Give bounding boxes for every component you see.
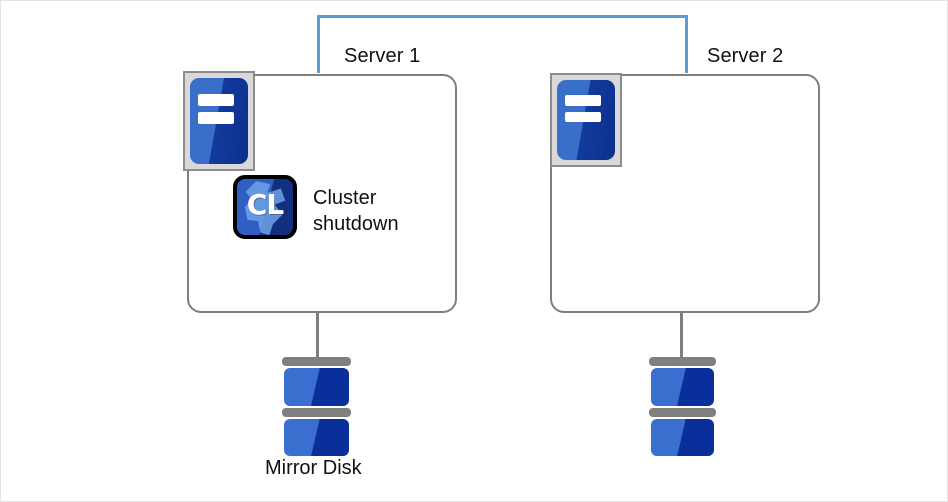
- disk-stack-icon: [649, 357, 716, 456]
- disk-platter-top: [284, 368, 349, 406]
- server-icon-body: [190, 78, 248, 164]
- server-icon: [550, 73, 622, 167]
- server-icon-slot-top: [565, 95, 602, 106]
- mirror-disk-label: Mirror Disk: [265, 457, 362, 479]
- cluster-bracket-left-leg: [317, 15, 320, 73]
- disk-platter-bottom: [284, 419, 349, 456]
- server-icon-slot-bottom: [565, 112, 602, 123]
- cluster-shutdown-caption: Cluster shutdown: [313, 187, 399, 235]
- disk-bar-top: [282, 357, 351, 366]
- mirror-disk-icon: [282, 357, 351, 456]
- server-icon-slot-top: [198, 94, 235, 106]
- disk-bar-top: [649, 357, 716, 366]
- server-icon-slot-bottom: [198, 112, 235, 124]
- disk-platter-bottom: [651, 419, 714, 456]
- cluster-bracket-right-leg: [685, 15, 688, 73]
- server-2-box[interactable]: [550, 74, 820, 313]
- cluster-bracket-top: [317, 15, 688, 18]
- server-icon-body: [557, 80, 615, 160]
- server-2-label: Server 2: [707, 45, 784, 67]
- cluster-icon-glyph: CL: [246, 188, 284, 221]
- server-1-label: Server 1: [344, 45, 421, 67]
- server-icon: [183, 71, 255, 171]
- disk-bar-middle: [649, 408, 716, 417]
- disk-bar-middle: [282, 408, 351, 417]
- disk-platter-top: [651, 368, 714, 406]
- cluster-shutdown-icon[interactable]: CL: [233, 175, 297, 239]
- server-1-disk-connector: [316, 311, 319, 361]
- server-2-disk-connector: [680, 311, 683, 361]
